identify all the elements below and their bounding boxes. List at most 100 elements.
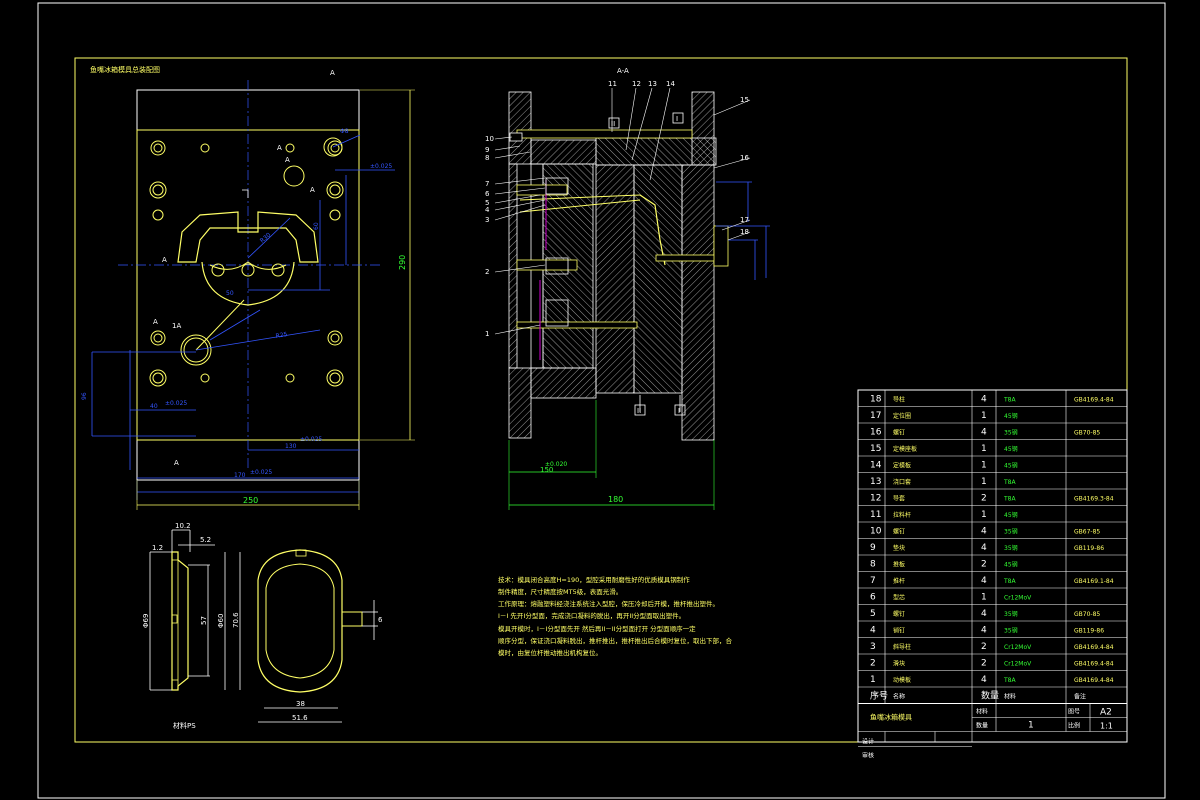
dim-d8: Φ8 xyxy=(340,128,349,135)
callout-leader xyxy=(721,219,751,231)
clamp-plate-left-top xyxy=(508,91,532,165)
bom-cell: 材料 xyxy=(1004,693,1016,701)
hole xyxy=(329,209,341,221)
dim-1-2: 1.2 xyxy=(152,544,163,552)
bom-cell: 螺钉 xyxy=(893,528,905,536)
dim-leader xyxy=(332,134,361,148)
section-mark-top: A xyxy=(330,69,335,77)
technical-notes: 技术：模具闭合高度H=190，型腔采用耐磨性好的优质模具钢制作 制件精度，尺寸精… xyxy=(498,575,733,657)
bom-cell: 13 xyxy=(870,477,881,487)
note-line: 模具开模时，I－I分型面先开 然后再II－II分型面打开 分型面顺序一定 xyxy=(498,624,696,633)
callout-leader xyxy=(727,231,751,241)
callout-number: 1 xyxy=(485,330,489,338)
callout-number: 18 xyxy=(740,228,749,236)
callout-number: 2 xyxy=(485,268,489,276)
hole xyxy=(152,209,164,221)
dim-10-2: 10.2 xyxy=(175,522,191,530)
bom-cell: T8A xyxy=(1003,578,1016,585)
dim-r30: R30 xyxy=(259,231,273,244)
bom-cell: Cr12MoV xyxy=(1004,661,1032,668)
callout-leader xyxy=(494,177,546,185)
dim-57: 57 xyxy=(200,616,208,625)
part-gate xyxy=(295,549,307,557)
callout-number: 14 xyxy=(666,80,675,88)
cavity-profile xyxy=(639,194,666,266)
dim-230: 170 xyxy=(234,472,246,479)
ejector-hole xyxy=(241,263,255,277)
hole xyxy=(152,372,164,384)
dim-leader xyxy=(209,309,261,341)
hole xyxy=(329,372,341,384)
bom-cell: 动模板 xyxy=(893,676,911,684)
dim-130: 130 xyxy=(285,443,297,450)
dim-r25: R25 xyxy=(275,331,288,340)
bom-cell: 45钢 xyxy=(1004,445,1018,453)
parting-mark-ii: II xyxy=(637,407,641,415)
bom-cell: 11 xyxy=(870,510,881,520)
note-line: 制件精度，尺寸精度按MT5级，表面光滑。 xyxy=(498,587,622,596)
hole xyxy=(285,373,295,383)
bom-cell: Cr12MoV xyxy=(1004,595,1032,602)
bom-cell: 序号 xyxy=(870,690,888,702)
dim-96: 96 xyxy=(81,392,88,400)
callout-leader xyxy=(494,187,546,195)
clamp-plate-left-bottom xyxy=(508,367,532,439)
ejector-pin-bottom xyxy=(516,321,638,329)
bom-cell: GB4169.3-84 xyxy=(1074,496,1114,503)
title-value: 1 xyxy=(1028,721,1034,731)
locating-ring xyxy=(713,225,729,267)
hole xyxy=(326,369,344,387)
section-mark-bottom: A xyxy=(174,459,179,467)
bom-cell: T8A xyxy=(1003,677,1016,684)
bom-cell: 3 xyxy=(870,642,876,652)
bom-cell: 4 xyxy=(981,626,987,636)
callout-number: 3 xyxy=(485,216,489,224)
callout-leader xyxy=(494,204,546,221)
bom-cell: 7 xyxy=(870,576,876,586)
cavity-inner-arc xyxy=(209,261,287,270)
bom-cell: 8 xyxy=(870,560,876,570)
bom-cell: 16 xyxy=(870,428,882,438)
bom-cell: GB4169.4-84 xyxy=(1074,677,1114,684)
title-label: 设计 xyxy=(862,738,874,746)
hole xyxy=(326,181,344,199)
bom-cell: 1 xyxy=(981,510,987,520)
bom-cell: GB119-86 xyxy=(1074,628,1104,635)
hole xyxy=(200,143,210,153)
part-front-outer xyxy=(257,549,343,693)
callout-number: 9 xyxy=(485,146,489,154)
part-front-inner xyxy=(265,563,335,679)
bom-cell: 17 xyxy=(870,411,881,421)
dim-150: 150 xyxy=(540,466,553,474)
callout-number: 15 xyxy=(740,96,749,104)
cavity-plate xyxy=(633,164,683,394)
bom-cell: 推板 xyxy=(893,561,905,569)
bom-cell: 螺钉 xyxy=(893,610,905,618)
title-label: 数量 xyxy=(976,722,988,730)
title-label: 材料 xyxy=(976,708,988,716)
front-view: 鱼嘴冰箱模具总装配图 xyxy=(81,65,415,510)
cavity-lower-arc xyxy=(201,261,295,306)
bom-cell: 14 xyxy=(870,461,882,471)
note-line: I－I 先开I分型面，完成浇口凝料的脱出，再开II分型面取出塑件。 xyxy=(498,611,685,620)
bom-cell: 2 xyxy=(870,659,876,669)
fixed-plate xyxy=(681,164,715,441)
part-material: 材料PS xyxy=(173,721,196,730)
bom-cell: 推杆 xyxy=(893,577,905,585)
dim-51-6: 51.6 xyxy=(292,714,308,722)
bom-cell: 1 xyxy=(981,444,987,454)
bom-cell: 5 xyxy=(870,609,876,619)
bom-cell: 35钢 xyxy=(1004,627,1018,635)
hole xyxy=(330,333,340,343)
callout-leader xyxy=(494,199,546,211)
bom-cell: 4 xyxy=(981,576,987,586)
bom-cell: 35钢 xyxy=(1004,429,1018,437)
callout-leader xyxy=(625,87,637,151)
dim-leader xyxy=(195,329,321,351)
dim-d60: Φ60 xyxy=(217,614,225,628)
bom-cell: 1 xyxy=(981,593,987,603)
hole xyxy=(153,333,163,343)
part-side-view xyxy=(171,551,189,691)
dim-tol: ±0.025 xyxy=(165,400,187,407)
